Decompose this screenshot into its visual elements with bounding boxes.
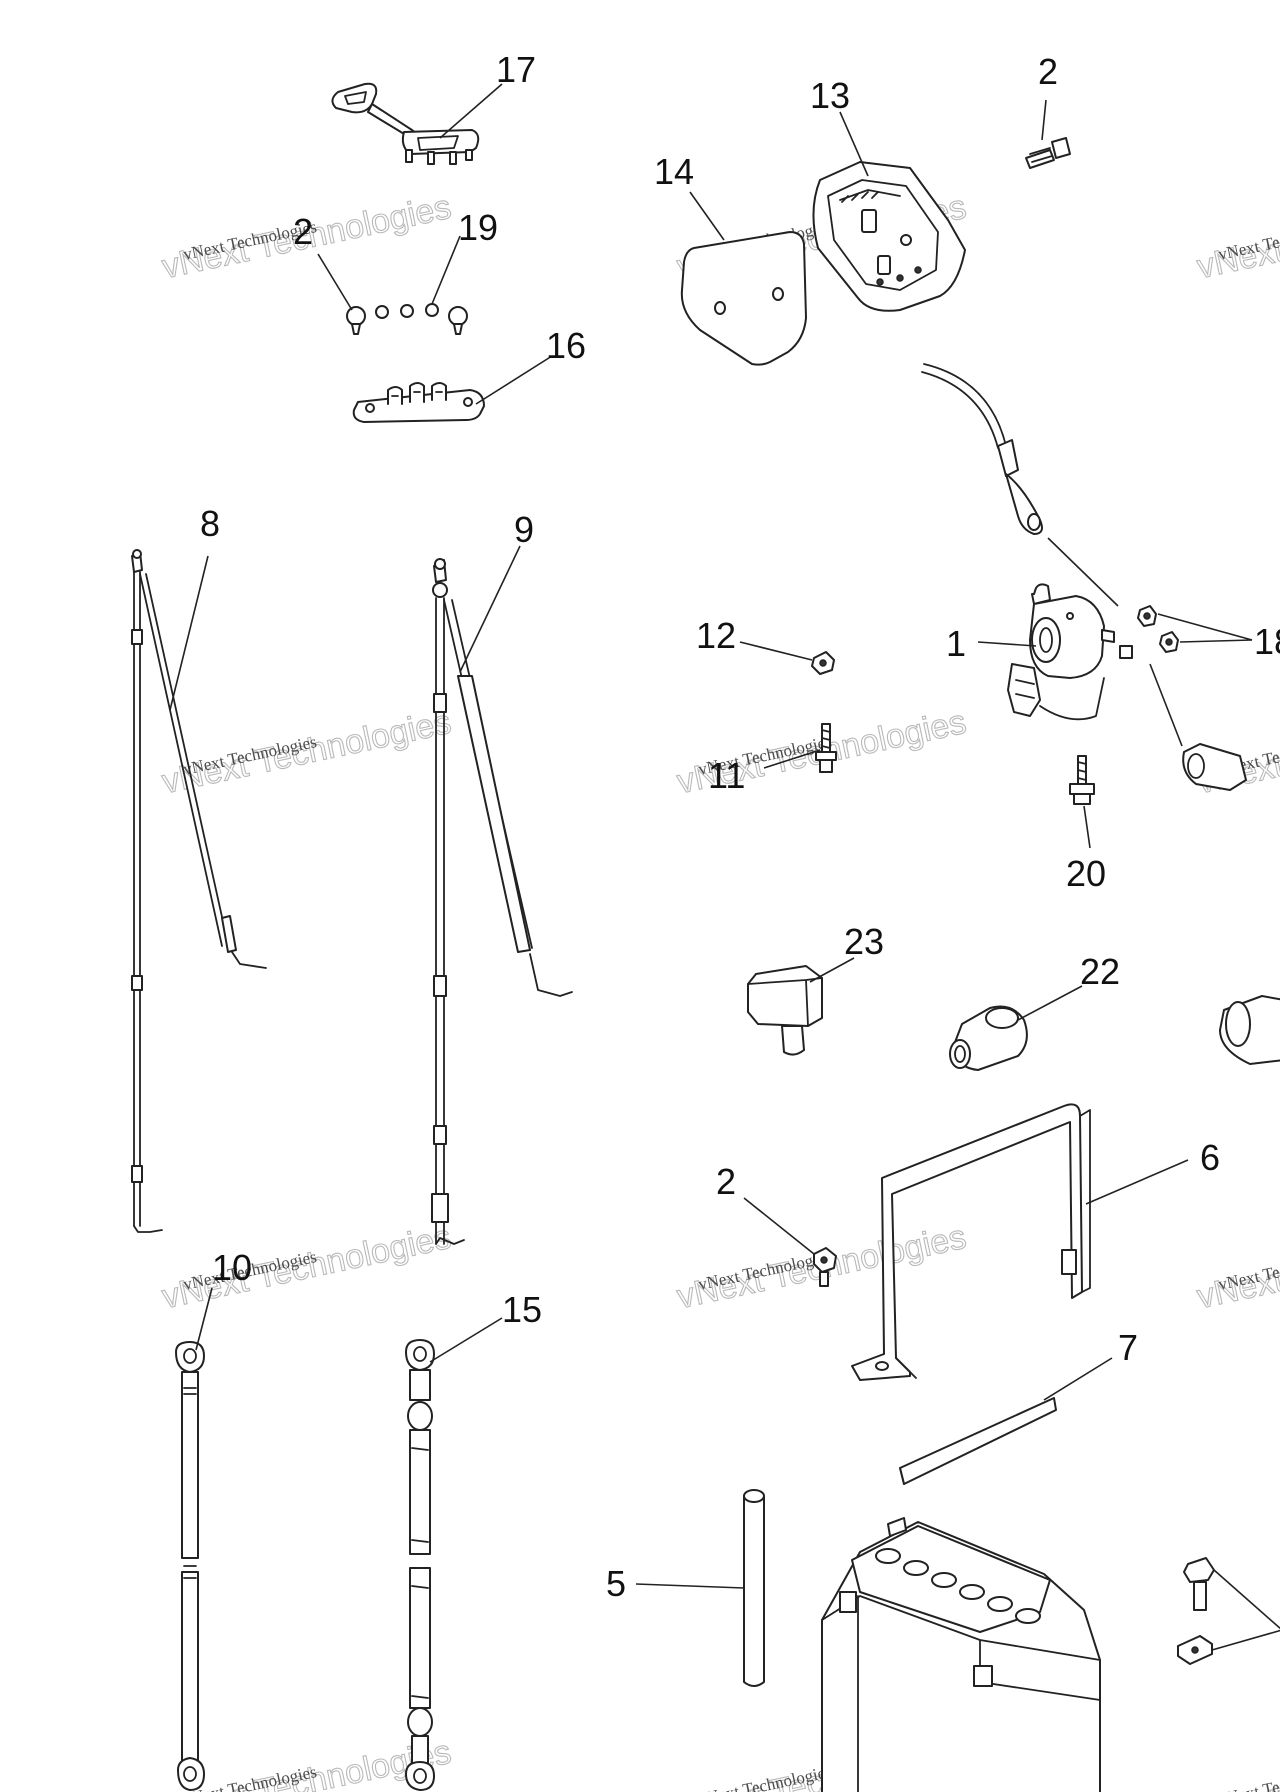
part-19-nuts [375, 303, 439, 319]
leader-11 [763, 749, 821, 769]
leader-7 [1043, 1357, 1113, 1401]
watermark: vNext Technologies vNext Technologies [1193, 187, 1280, 286]
leader-14 [689, 191, 725, 241]
leader-8 [169, 555, 209, 711]
callout-5: 5 [606, 1563, 626, 1604]
leader-13 [839, 111, 869, 177]
callout-7: 7 [1118, 1327, 1138, 1368]
callout-15: 15 [502, 1289, 542, 1330]
leader-2-middle [743, 1197, 815, 1255]
leader-2-top [1041, 99, 1047, 141]
part-8-cable [131, 549, 267, 1233]
watermark: vNext Technologies vNext Technologies [1193, 1217, 1280, 1316]
callout-1: 1 [946, 623, 966, 664]
part-11-bolt [815, 723, 837, 773]
callout-2-screws: 2 [293, 211, 313, 252]
callout-8: 8 [200, 503, 220, 544]
callout-10: 10 [212, 1247, 252, 1288]
cable-terminal-right [1182, 743, 1247, 791]
part-16-terminal-block [352, 382, 485, 423]
leader-nut [1211, 1629, 1280, 1651]
leader-10 [195, 1287, 213, 1351]
callout-2-middle: 2 [716, 1161, 736, 1202]
part-6-hold-down-strap [851, 1103, 1091, 1381]
callout-11: 11 [708, 755, 745, 796]
leader-9 [459, 545, 521, 673]
callout-12: 12 [696, 615, 736, 656]
part-10-ground-cable [175, 1341, 205, 1791]
leader-22 [1017, 985, 1083, 1021]
callout-9: 9 [514, 509, 534, 550]
part-2-bolt-top [1025, 137, 1071, 169]
leader-16 [475, 355, 553, 405]
leader-23 [809, 957, 855, 983]
leader-cable [1047, 537, 1119, 607]
leader-2-screws [317, 253, 353, 311]
callout-14: 14 [654, 151, 694, 192]
leader-15 [429, 1317, 503, 1363]
battery [821, 1517, 1101, 1792]
part-18-nuts [1137, 605, 1179, 653]
callout-22: 22 [1080, 951, 1120, 992]
part-23-terminal-cover [747, 965, 823, 1056]
part-2-screw-right [448, 306, 468, 335]
leader-18b [1179, 639, 1253, 643]
part-2-screw-left [346, 306, 366, 335]
part-12-nut [811, 651, 835, 675]
callout-16: 16 [546, 325, 586, 366]
watermark: vNext Technologies vNext Technologies [158, 702, 455, 801]
part-1-solenoid [1007, 583, 1133, 721]
part-20-bolt [1069, 755, 1095, 805]
part-22-terminal-boot [949, 1005, 1028, 1071]
callout-20: 20 [1066, 853, 1106, 894]
leader-18a [1157, 613, 1253, 641]
callout-18: 18 [1254, 621, 1280, 662]
terminal-boot-right [1219, 995, 1280, 1065]
part-14-pad [680, 231, 807, 366]
callout-13: 13 [810, 75, 850, 116]
part-9-cable [431, 558, 573, 1245]
leader-20 [1083, 805, 1091, 849]
leader-right-terminal [1149, 663, 1183, 747]
callout-17: 17 [496, 49, 536, 90]
leader-5 [635, 1583, 745, 1589]
part-5-vent-tube [743, 1489, 765, 1687]
leader-bolt [1213, 1569, 1280, 1630]
part-2-bolt-middle [813, 1247, 837, 1287]
callout-2-top: 2 [1038, 51, 1058, 92]
callout-23: 23 [844, 921, 884, 962]
battery-cable-with-eyelet [921, 363, 1043, 535]
part-7-pad-strip [899, 1397, 1057, 1485]
part-13-module-bracket [812, 161, 966, 312]
hold-down-bolt-and-nut [1177, 1557, 1215, 1665]
callout-6: 6 [1200, 1137, 1220, 1178]
callout-19: 19 [458, 207, 498, 248]
leader-1 [977, 641, 1037, 647]
part-15-cable [405, 1339, 435, 1791]
callout-labels: 17 13 2 14 2 19 16 8 9 12 1 18 11 20 23 … [200, 49, 1280, 1604]
leader-19 [431, 235, 461, 305]
part-17-terminal-cap [331, 82, 480, 165]
watermark: vNext Technologies vNext Technologies [1193, 1732, 1280, 1792]
leader-17 [439, 83, 503, 139]
leader-12 [739, 641, 813, 661]
leader-6 [1085, 1159, 1189, 1205]
watermark: vNext Technologies vNext Technologies [158, 1217, 455, 1316]
